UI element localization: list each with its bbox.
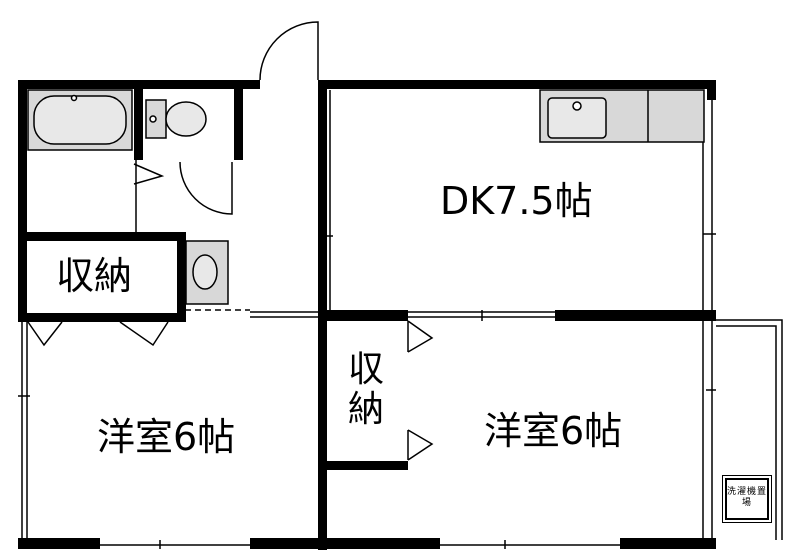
bath-door [135, 160, 138, 241]
fixtures [27, 89, 705, 305]
storage-right-label: 収 納 [344, 350, 388, 429]
western-room-left-label: 洋室6帖 [97, 415, 236, 459]
closet-door-left [27, 321, 63, 347]
window-ticks [18, 233, 716, 549]
storage-right-label-line1: 収 [347, 349, 384, 390]
laundry-area-label: 洗濯機置場 [722, 475, 772, 523]
balcony [716, 319, 783, 540]
doors [27, 21, 434, 461]
dk-room-label: DK7.5帖 [440, 179, 593, 223]
western-room-right-label: 洋室6帖 [484, 409, 623, 453]
storage-left-label: 収納 [56, 254, 133, 298]
storage-right-label-line2: 納 [347, 388, 384, 430]
walls [18, 80, 716, 550]
closet-door-right [407, 320, 434, 353]
toilet-door [179, 161, 233, 215]
entrance-door [259, 21, 319, 81]
